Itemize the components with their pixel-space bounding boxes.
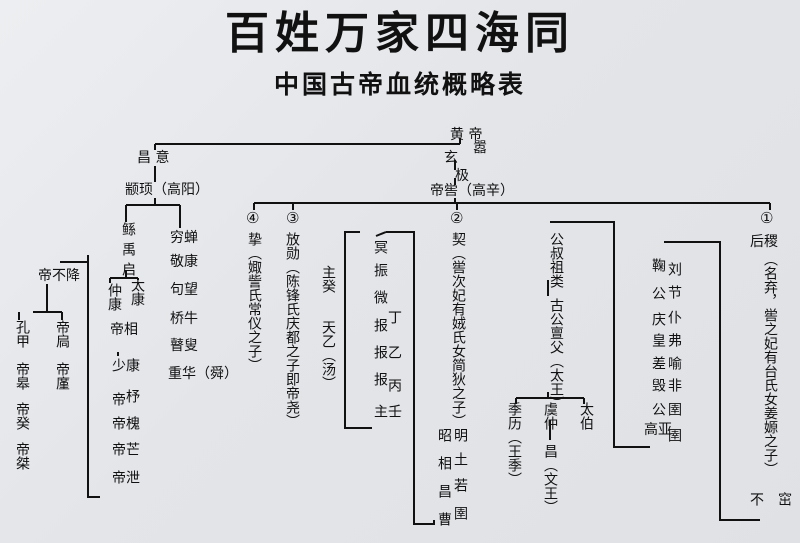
node-bao2: 报: [372, 345, 388, 359]
node-zhongkang: 仲康: [106, 283, 122, 311]
node-zhuanxu: 颛顼（高阳）: [125, 182, 209, 198]
node-tu: 土: [452, 452, 468, 466]
node-jili: 季历（王季）: [506, 402, 522, 486]
node-bao1: 报: [372, 318, 388, 332]
node-difa: 帝癸: [14, 402, 30, 430]
node-di6: 帝: [110, 442, 126, 456]
node-zhi: 挚（娵訾氏常仪之子）: [246, 232, 262, 372]
node-cao: 曹: [436, 512, 452, 526]
node-num1: ①: [760, 209, 774, 227]
node-xiang: 相: [436, 456, 452, 470]
node-dijin: 帝廑: [54, 362, 70, 390]
node-wenwang: 昌（文王）: [542, 444, 558, 514]
node-qiongchan: 穷蝉: [170, 230, 198, 246]
node-cha: 差: [650, 356, 666, 370]
node-gong: 公: [650, 286, 666, 300]
node-gun: 鲧: [120, 222, 136, 236]
node-fei: 非: [666, 378, 682, 392]
node-liu: 刘: [666, 262, 682, 276]
node-huai: 槐: [124, 416, 140, 430]
node-yuzhong: 虞仲: [542, 402, 558, 430]
node-yu3: 喻: [666, 356, 682, 370]
node-num3: ③: [286, 209, 300, 227]
node-houji_note: （名弃，喾之妃有台氏女姜嫄之子）: [762, 252, 778, 476]
node-zhugui: 主癸: [320, 265, 336, 293]
node-dijiong: 帝扃: [54, 320, 70, 348]
node-hui: 毁: [650, 378, 666, 392]
node-ruo: 若: [452, 478, 468, 492]
node-ming2: 明: [452, 428, 468, 442]
node-wei: 微: [372, 290, 388, 304]
node-houji: 后稷: [750, 234, 778, 250]
node-diku: 帝喾（高辛）: [430, 183, 514, 199]
node-ji: 极: [455, 168, 469, 184]
node-taibo: 太伯: [578, 402, 594, 430]
node-jingkang: 敬康: [170, 254, 198, 270]
node-yu5: 圉: [666, 428, 682, 442]
node-kang: 康: [124, 358, 140, 372]
node-gaoyu: 高亚: [644, 422, 672, 438]
node-huangdi: 黄 帝: [450, 127, 483, 143]
node-ju: 鞠: [650, 258, 666, 272]
node-bao3: 报: [372, 372, 388, 386]
node-gusou: 瞽叟: [170, 338, 198, 354]
node-mang: 芒: [124, 442, 140, 456]
node-chonghua: 重华（舜）: [168, 366, 238, 382]
node-changyi: 昌 意: [137, 150, 170, 166]
node-ren: 壬: [386, 404, 402, 418]
node-di7: 帝: [110, 470, 126, 484]
node-dibujiang: 帝不降: [38, 268, 80, 284]
node-chang: 昌: [436, 484, 452, 498]
node-zhen: 振: [372, 263, 388, 277]
node-jie2: 节: [666, 285, 682, 299]
node-xie: 泄: [124, 470, 140, 484]
node-qing: 庆: [650, 312, 666, 326]
node-di5: 帝: [110, 416, 126, 430]
node-tianyi: 天乙（汤）: [320, 320, 336, 390]
node-qiaoniu: 桥牛: [170, 311, 198, 327]
node-yu: 禹: [120, 242, 136, 256]
node-diniang: 帝相: [110, 322, 138, 338]
node-xie2: 契（喾次妃有娀氏女简狄之子）: [450, 232, 466, 428]
node-yu4: 圉: [666, 402, 682, 416]
node-num4: ④: [246, 209, 260, 227]
node-gongshuzulei: 公叔祖类: [548, 232, 564, 288]
node-ku: 窋: [776, 492, 792, 506]
node-jie: 帝桀: [14, 442, 30, 470]
node-bing: 丙: [386, 378, 402, 392]
node-num2: ②: [450, 209, 464, 227]
node-gong2: 公: [650, 402, 666, 416]
node-gugongdanfu: 古公亶父（太王）: [548, 298, 564, 410]
node-huang: 皇: [650, 333, 666, 347]
node-zhaoming: 昭: [436, 428, 452, 442]
node-xiaohao: 嚣: [473, 140, 487, 156]
node-buku: 不: [748, 492, 764, 506]
node-digao: 帝皋: [14, 362, 30, 390]
node-fangxun: 放勋（陈锋氏庆都之子即帝尧）: [284, 232, 300, 428]
node-fu: 弗: [666, 333, 682, 347]
node-qi: 启: [120, 262, 136, 276]
node-taikang: 太康: [129, 278, 145, 306]
node-ding: 丁: [386, 310, 402, 324]
main-title: 百姓万家四海同: [225, 8, 575, 59]
sub-title: 中国古帝血统概略表: [273, 70, 526, 99]
node-yu2: 圉: [452, 506, 468, 520]
node-ming: 冥: [372, 240, 388, 254]
node-pu: 仆: [666, 310, 682, 324]
node-zhu: 杼: [124, 389, 140, 403]
node-zhu2: 主: [372, 404, 388, 418]
node-juwang: 句望: [170, 282, 198, 298]
node-yi2: 乙: [386, 345, 402, 359]
node-xuan: 玄: [444, 150, 458, 166]
node-kongjia: 孔甲: [14, 320, 30, 348]
node-shao: 少: [110, 358, 126, 372]
node-di4: 帝: [110, 392, 126, 406]
